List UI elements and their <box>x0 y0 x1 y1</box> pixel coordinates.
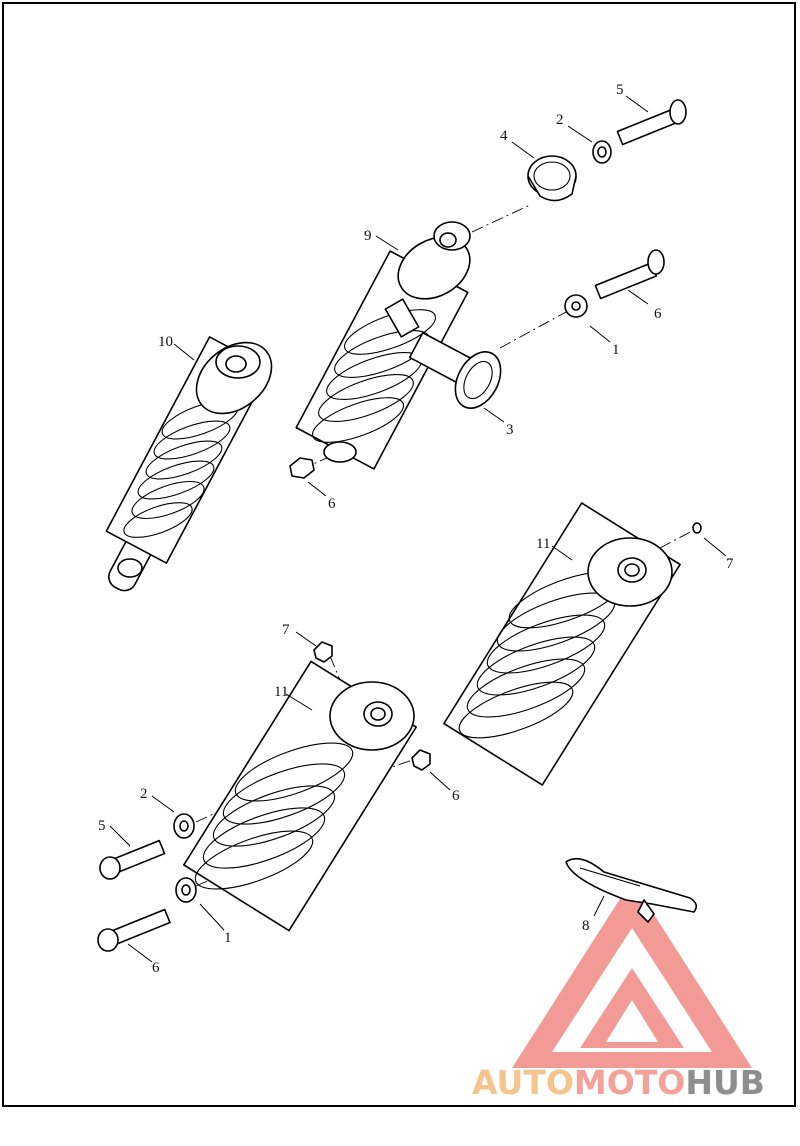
callout-3: 3 <box>506 422 514 438</box>
callout-1-bottom: 1 <box>224 930 232 946</box>
bolt-6-bottom <box>97 908 171 952</box>
callout-9: 9 <box>364 228 372 244</box>
nut-6-mid <box>289 457 315 479</box>
watermark-moto: MOTO <box>574 1063 685 1102</box>
callout-2-bottom: 2 <box>140 786 148 802</box>
watermark-auto: AUTO <box>472 1063 574 1102</box>
wrench-8 <box>565 857 698 923</box>
spring-coils-11-left <box>194 742 354 890</box>
washer-2-bottom <box>173 813 195 839</box>
watermark-hub: HUB <box>685 1063 765 1102</box>
nut-7-right <box>692 522 702 534</box>
watermark-text: AUTOMOTOHUB <box>472 1063 765 1102</box>
page-border <box>2 2 796 1107</box>
bolt-5-top <box>616 99 687 146</box>
leader-lines <box>109 95 727 963</box>
watermark-logo <box>512 880 752 1068</box>
shock-absorber-9 <box>295 221 502 470</box>
callout-2-top: 2 <box>556 112 564 128</box>
callout-5-bottom: 5 <box>98 818 106 834</box>
callout-7-right: 7 <box>726 556 734 572</box>
callout-10: 10 <box>158 334 173 350</box>
callout-4: 4 <box>500 128 508 144</box>
callout-7-mid: 7 <box>282 622 290 638</box>
callout-6-mid: 6 <box>328 496 336 512</box>
callout-6-top: 6 <box>654 306 662 322</box>
nut-6-right <box>411 749 431 771</box>
callout-labels: 5 2 4 9 6 1 10 3 6 11 7 7 11 6 2 5 1 6 8 <box>98 82 734 976</box>
callout-11-right: 11 <box>536 536 550 552</box>
callout-6-bottom: 6 <box>152 960 160 976</box>
washer-1-bottom <box>175 877 197 903</box>
washer-1-top <box>564 294 588 318</box>
bolt-6-top <box>594 249 665 300</box>
shock-absorber-11-left <box>183 660 417 932</box>
callout-11-left: 11 <box>274 684 288 700</box>
washer-2-top <box>592 140 612 164</box>
callout-8: 8 <box>582 918 590 934</box>
callout-5-top: 5 <box>616 82 624 98</box>
preload-knob <box>454 351 502 409</box>
nut-7-mid <box>313 641 333 663</box>
shock-absorber-10 <box>105 336 273 592</box>
shock-absorber-11-right <box>443 502 681 786</box>
callout-6-right: 6 <box>452 788 460 804</box>
spring-coils-9 <box>312 309 436 443</box>
callout-1-top: 1 <box>612 342 620 358</box>
bolt-5-bottom <box>99 839 166 880</box>
sleeve-4 <box>527 155 577 202</box>
